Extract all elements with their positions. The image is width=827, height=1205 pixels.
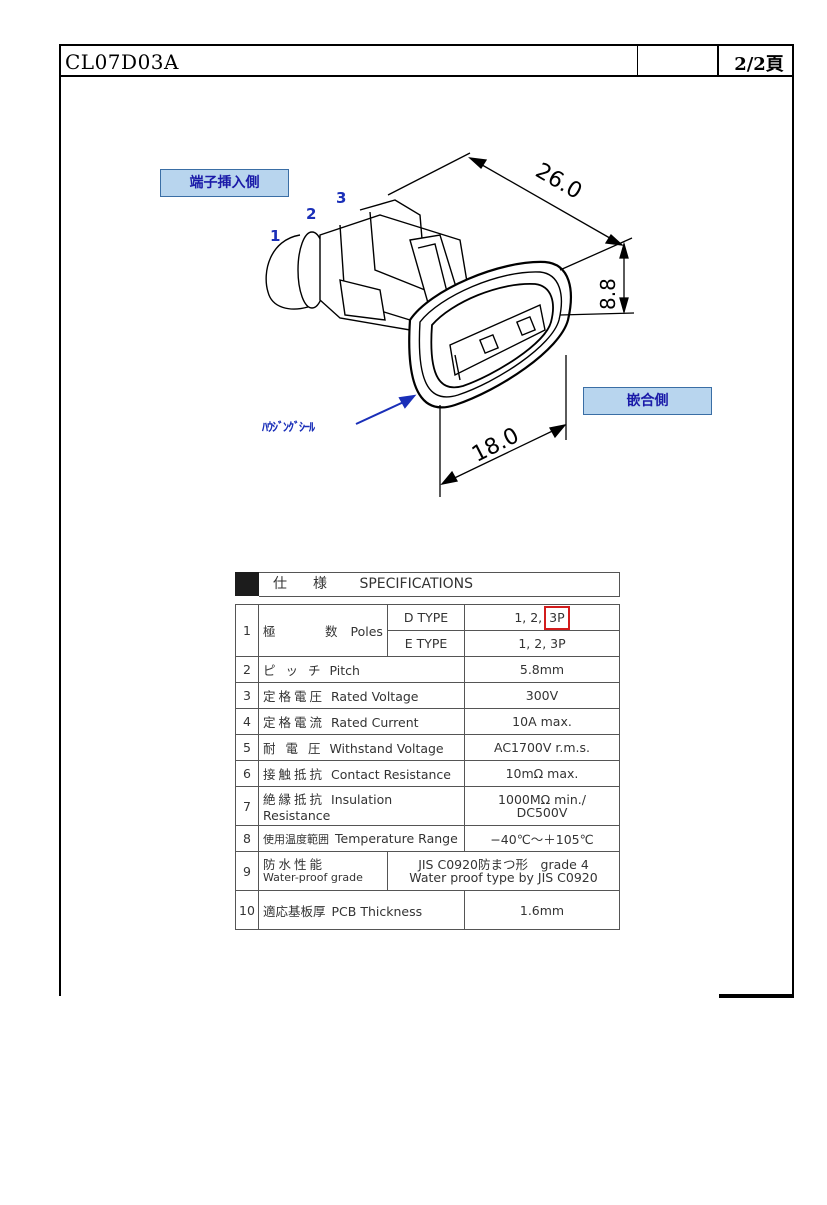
row-number: 5 bbox=[235, 734, 259, 761]
spec-header-block bbox=[235, 572, 259, 596]
row-value: 10mΩ max. bbox=[464, 760, 620, 787]
pin-number-3: 3 bbox=[336, 189, 347, 207]
row-label: 接触抵抗 Contact Resistance bbox=[258, 760, 465, 787]
row-label: 耐 電 圧 Withstand Voltage bbox=[258, 734, 465, 761]
row-number: 7 bbox=[235, 786, 259, 826]
label-jp: ピ ッ チ bbox=[263, 663, 324, 678]
pin-number-1: 1 bbox=[270, 227, 281, 245]
label-jp: 適応基板厚 bbox=[263, 903, 326, 919]
label-jp: 接触抵抗 bbox=[263, 767, 326, 782]
label-en: Water-proof grade bbox=[263, 871, 363, 884]
label-en: Rated Current bbox=[331, 715, 419, 730]
row-value: 1000MΩ min./ DC500V bbox=[464, 786, 620, 826]
row-value: 5.8mm bbox=[464, 656, 620, 683]
row-value: 10A max. bbox=[464, 708, 620, 735]
spec-header: 仕 様 SPECIFICATIONS bbox=[235, 572, 620, 597]
table-row: 9 防水性能 Water-proof grade JIS C0920防まつ形 g… bbox=[235, 851, 620, 891]
row-value: JIS C0920防まつ形 grade 4 Water proof type b… bbox=[387, 851, 620, 891]
rear-cylinder bbox=[265, 234, 309, 310]
label-en: Rated Voltage bbox=[331, 689, 419, 704]
row-value: −40℃～＋105℃ bbox=[464, 825, 620, 852]
row-value: 1.6mm bbox=[464, 890, 620, 930]
row-label: 定格電圧 Rated Voltage bbox=[258, 682, 465, 709]
row-label: ピ ッ チ Pitch bbox=[258, 656, 465, 683]
connector-drawing: 26.0 8.8 18.0 bbox=[265, 152, 635, 497]
row-value: AC1700V r.m.s. bbox=[464, 734, 620, 761]
spec-title: 仕 様 SPECIFICATIONS bbox=[259, 572, 620, 597]
row-number: 3 bbox=[235, 682, 259, 709]
table-row: 4 定格電流 Rated Current 10A max. bbox=[235, 708, 620, 735]
label-jp: 使用温度範囲 bbox=[263, 832, 329, 846]
dimension-height: 8.8 bbox=[596, 278, 620, 310]
terminal-side-label: 端子挿入側 bbox=[160, 169, 289, 197]
row-label: 防水性能 Water-proof grade bbox=[258, 851, 388, 891]
label-jp: 定格電流 bbox=[263, 715, 326, 730]
d-type-value: 1, 2,3P bbox=[464, 604, 620, 631]
document-id: CL07D03A bbox=[65, 50, 179, 74]
pin-number-2: 2 bbox=[306, 205, 317, 223]
row-number: 9 bbox=[235, 851, 259, 891]
row-number: 10 bbox=[235, 890, 259, 930]
label-jp: 防水性能 bbox=[263, 857, 326, 872]
label-jp: 極 数 bbox=[263, 624, 341, 639]
divider bbox=[717, 46, 719, 77]
divider bbox=[637, 46, 638, 77]
dimension-width: 18.0 bbox=[468, 423, 523, 468]
label-en: PCB Thickness bbox=[331, 903, 423, 919]
row-number: 4 bbox=[235, 708, 259, 735]
label-en: Pitch bbox=[329, 663, 360, 678]
label-en: Temperature Range bbox=[335, 830, 458, 846]
row-label: 定格電流 Rated Current bbox=[258, 708, 465, 735]
d-type-label: D TYPE bbox=[387, 604, 465, 631]
value-line: 1000MΩ min./ bbox=[498, 792, 586, 807]
highlight-box: 3P bbox=[544, 605, 570, 630]
e-type-label: E TYPE bbox=[387, 630, 465, 657]
table-row: 3 定格電圧 Rated Voltage 300V bbox=[235, 682, 620, 709]
spec-grid: 1 極 数 Poles D TYPE 1, 2,3P E TYPE 1, 2, … bbox=[235, 604, 620, 930]
mating-side-label: 嵌合側 bbox=[583, 387, 712, 415]
label-en: Withstand Voltage bbox=[329, 741, 444, 756]
housing-seal-label: ﾊｳｼﾞﾝｸﾞｼｰﾙ bbox=[262, 420, 315, 434]
right-border bbox=[792, 44, 794, 996]
table-row: 10 適応基板厚 PCB Thickness 1.6mm bbox=[235, 890, 620, 930]
row-number: 1 bbox=[235, 604, 259, 657]
left-border bbox=[59, 44, 61, 996]
e-type-value: 1, 2, 3P bbox=[464, 630, 620, 657]
row-number: 6 bbox=[235, 760, 259, 787]
page-number: 2/2頁 bbox=[734, 54, 784, 75]
table-row: 8 使用温度範囲 Temperature Range −40℃～＋105℃ bbox=[235, 825, 620, 852]
page-frame: CL07D03A 2/2頁 bbox=[59, 44, 794, 996]
spec-title-jp: 仕 様 bbox=[273, 576, 333, 592]
table-row: 5 耐 電 圧 Withstand Voltage AC1700V r.m.s. bbox=[235, 734, 620, 761]
table-row: 2 ピ ッ チ Pitch 5.8mm bbox=[235, 656, 620, 683]
label-jp: 耐 電 圧 bbox=[263, 741, 324, 756]
label-en: Insulation Resistance bbox=[263, 792, 393, 823]
label-jp: 絶縁抵抗 bbox=[263, 792, 326, 807]
table-row: 1 極 数 Poles D TYPE 1, 2,3P bbox=[235, 604, 620, 657]
spec-title-en: SPECIFICATIONS bbox=[359, 576, 474, 592]
row-label: 適応基板厚 PCB Thickness bbox=[258, 890, 465, 930]
row-label: 極 数 Poles bbox=[258, 604, 388, 657]
table-row: 6 接触抵抗 Contact Resistance 10mΩ max. bbox=[235, 760, 620, 787]
value-line: DC500V bbox=[516, 805, 568, 820]
row-number: 8 bbox=[235, 825, 259, 852]
row-label: 使用温度範囲 Temperature Range bbox=[258, 825, 465, 852]
value-line: JIS C0920防まつ形 grade 4 bbox=[418, 857, 589, 872]
row-value: 300V bbox=[464, 682, 620, 709]
label-en: Poles bbox=[350, 624, 383, 639]
value-line: Water proof type by JIS C0920 bbox=[409, 870, 598, 885]
title-block: CL07D03A 2/2頁 bbox=[59, 44, 794, 77]
label-en: Contact Resistance bbox=[331, 767, 451, 782]
row-number: 2 bbox=[235, 656, 259, 683]
d-type-value-prefix: 1, 2, bbox=[514, 609, 543, 625]
label-jp: 定格電圧 bbox=[263, 689, 326, 704]
bottom-mark bbox=[719, 994, 794, 998]
